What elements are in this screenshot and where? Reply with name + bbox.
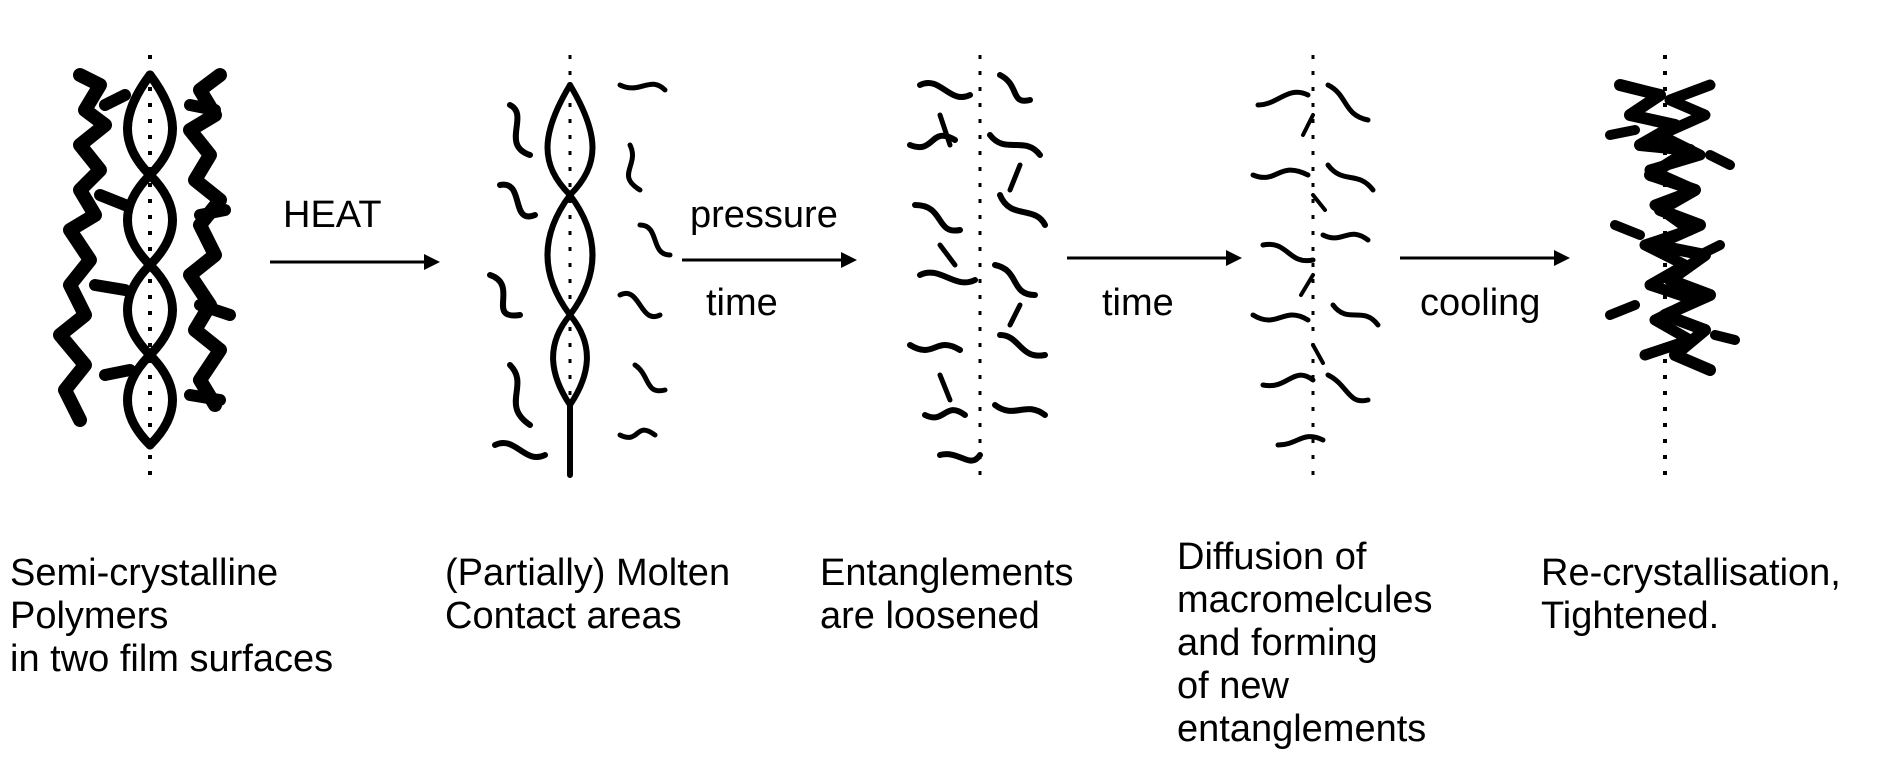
caption-recrystallisation: Re-crystallisation, Tightened. [1541, 552, 1841, 638]
caption-entanglements-loosened: Entanglements are loosened [820, 552, 1074, 638]
arrow-heat [268, 250, 443, 274]
polymer-chain-illustration-semi-crystalline [50, 45, 250, 495]
arrow-label-time-2: time [1102, 282, 1174, 325]
caption-partially-molten: (Partially) Molten Contact areas [445, 552, 730, 638]
polymer-chain-illustration-loosened [880, 45, 1080, 485]
polymer-chain-illustration-recrystallised [1570, 45, 1760, 495]
polymer-chain-illustration-diffusion [1218, 45, 1408, 485]
polymer-chain-illustration-molten [470, 45, 690, 495]
caption-semi-crystalline: Semi-crystalline Polymers in two film su… [10, 552, 333, 681]
arrow-label-pressure: pressure [690, 194, 838, 237]
arrow-cooling [1398, 246, 1573, 270]
arrow-label-heat: HEAT [283, 194, 382, 237]
arrow-label-cooling: cooling [1420, 282, 1540, 325]
arrow-pressure-time [680, 248, 860, 272]
arrow-label-time-1: time [706, 282, 778, 325]
caption-diffusion: Diffusion of macromelcules and forming o… [1177, 536, 1433, 751]
